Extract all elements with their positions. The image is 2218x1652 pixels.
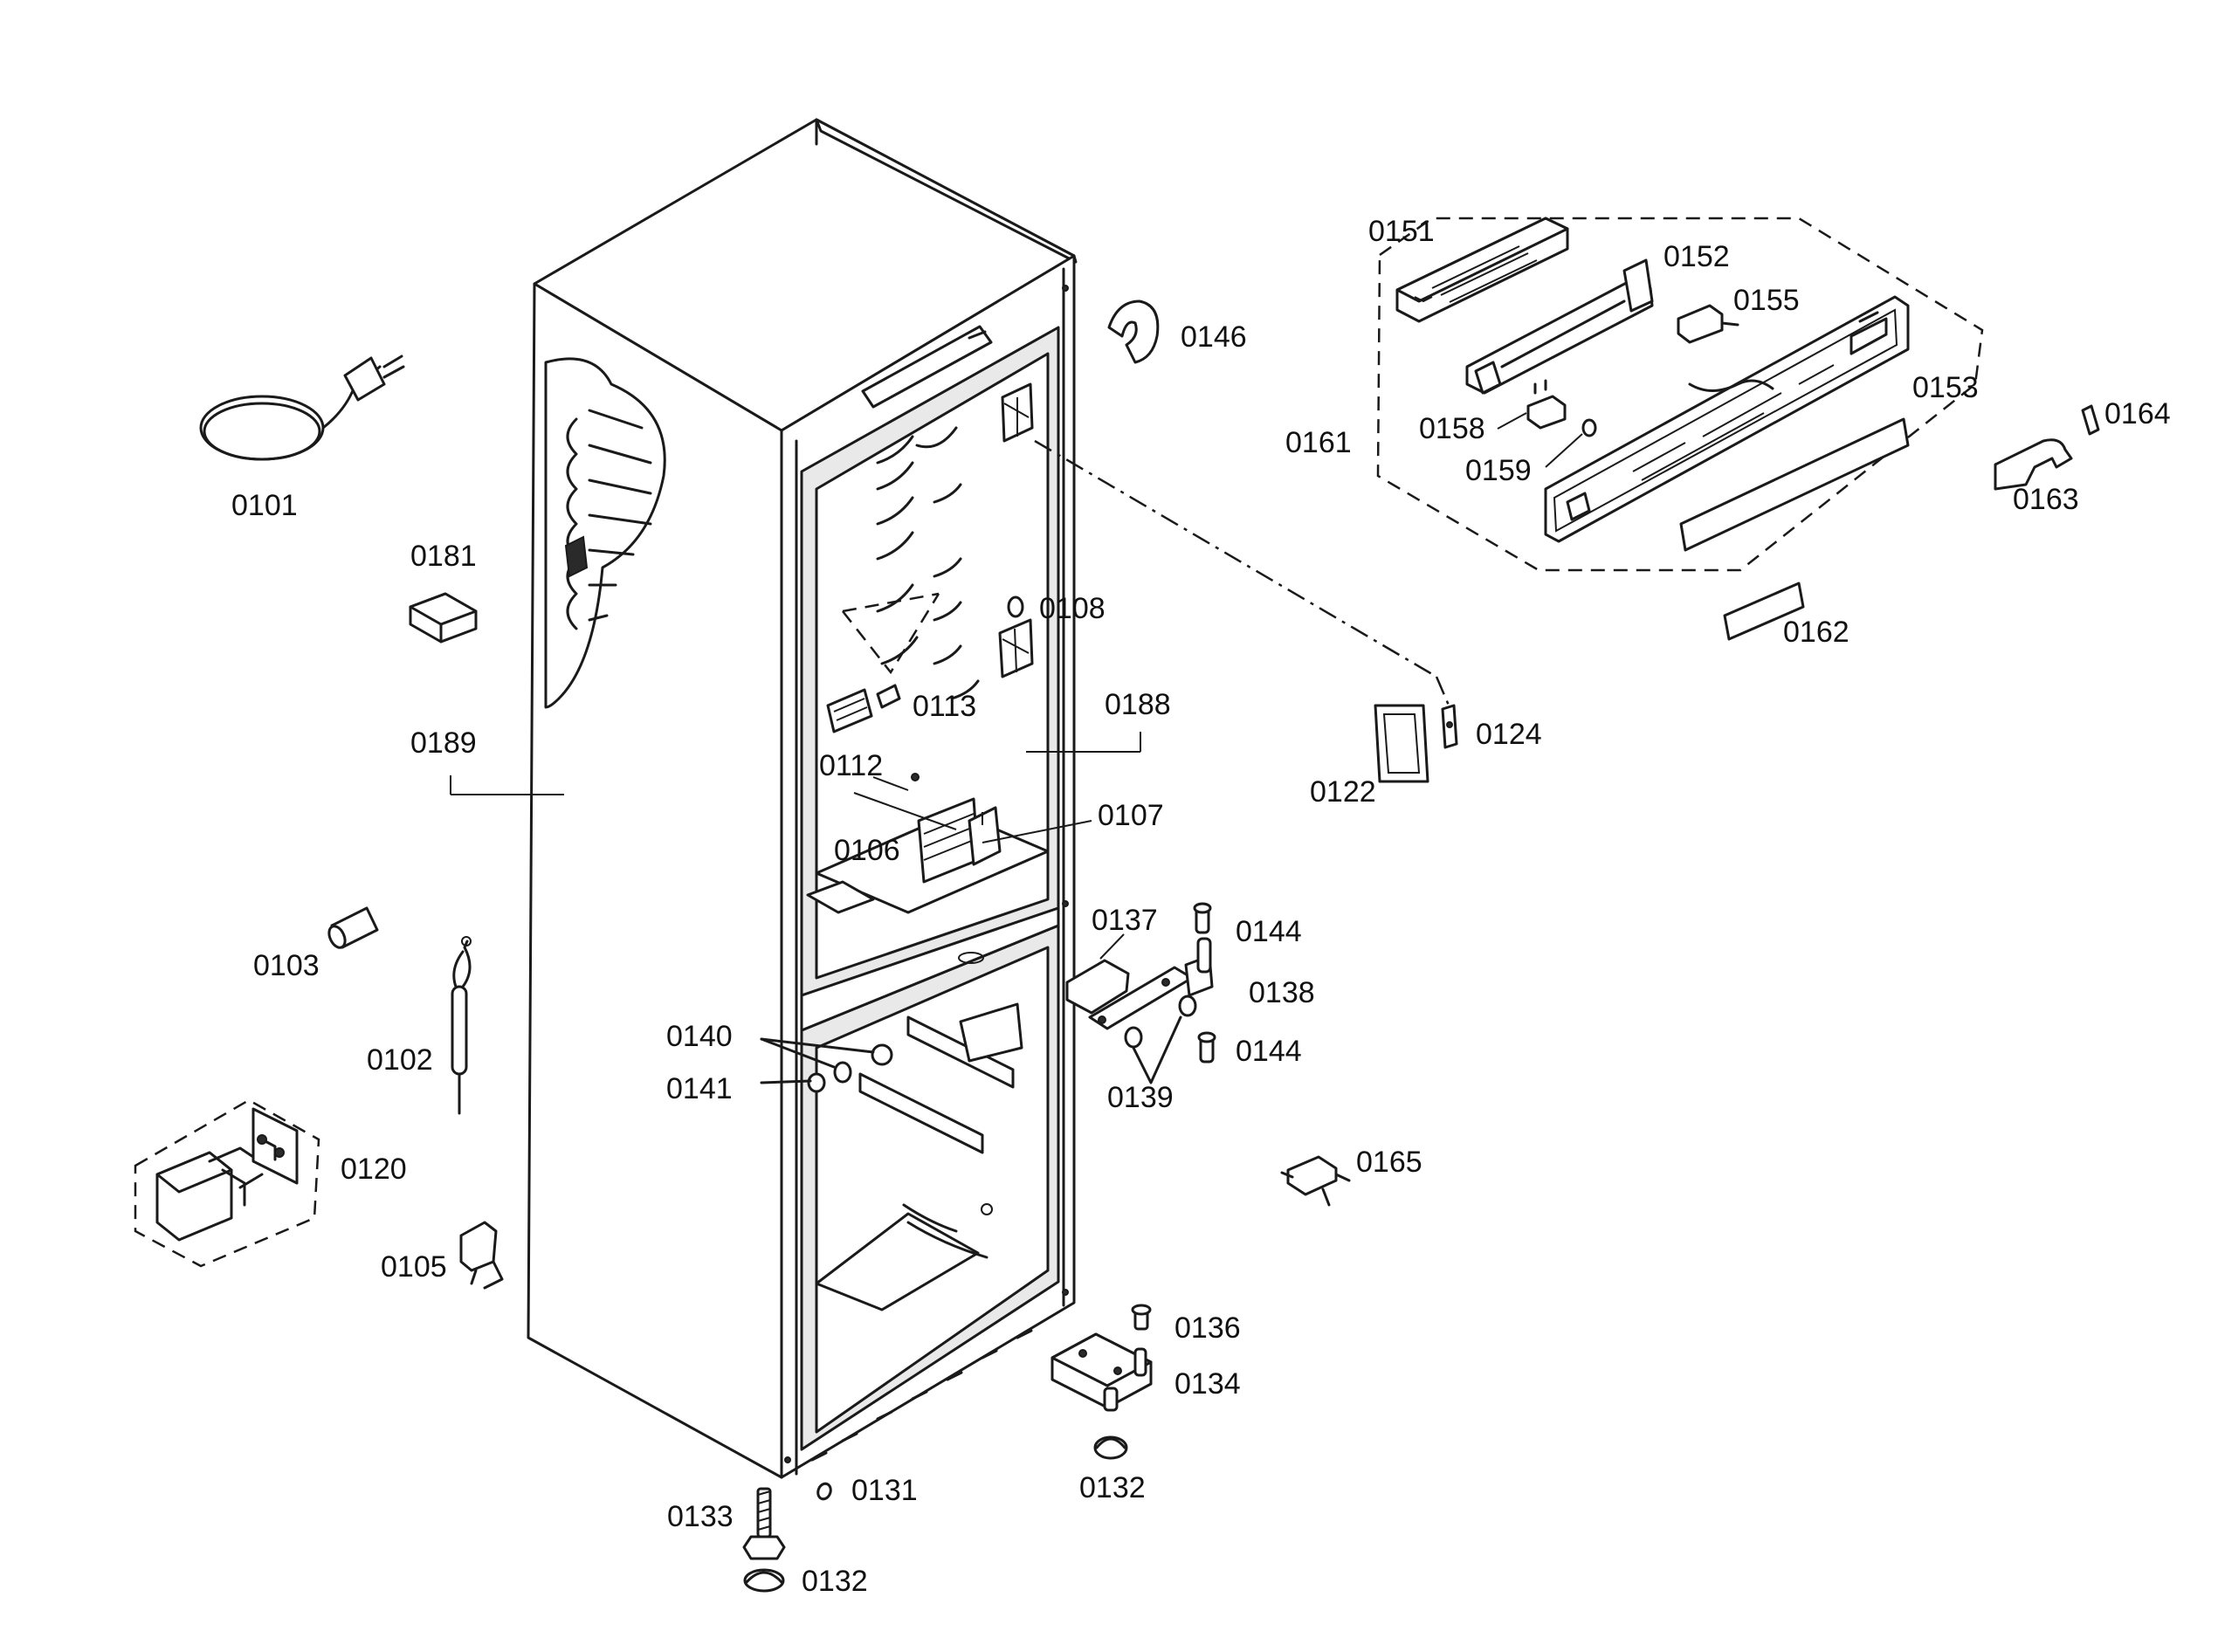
- label-0120: 0120: [341, 1153, 407, 1186]
- label-0162: 0162: [1783, 616, 1849, 649]
- interior-small-parts: [826, 592, 1024, 781]
- power-cord-part: [199, 354, 405, 461]
- cover-plate-part: [1374, 704, 1458, 783]
- label-0189: 0189: [410, 726, 477, 760]
- label-0144b: 0144: [1236, 1035, 1302, 1068]
- label-0137: 0137: [1092, 904, 1158, 937]
- label-0124: 0124: [1476, 718, 1542, 751]
- label-0146: 0146: [1181, 320, 1247, 354]
- label-0103: 0103: [253, 949, 320, 982]
- label-0140: 0140: [666, 1020, 733, 1053]
- label-0139: 0139: [1107, 1081, 1174, 1114]
- temperature-sensor-part: [451, 936, 472, 1115]
- shelf-plugs-part: [760, 1037, 893, 1093]
- control-panel-assembly: [1376, 217, 2100, 641]
- label-0105: 0105: [381, 1250, 447, 1284]
- label-0108: 0108: [1039, 592, 1106, 625]
- label-0113: 0113: [913, 690, 976, 723]
- capacitor-part: [327, 906, 379, 949]
- label-0112: 0112: [819, 749, 883, 782]
- label-0132-hinge: 0132: [1079, 1471, 1146, 1504]
- label-0163: 0163: [2013, 483, 2079, 516]
- label-0144a: 0144: [1236, 915, 1302, 948]
- adjustable-foot-part: [742, 1482, 832, 1593]
- label-0153: 0153: [1912, 371, 1979, 404]
- lamp-holder-part: [409, 592, 478, 644]
- label-0136: 0136: [1174, 1311, 1241, 1345]
- part-labels: 0101 0181 0189 0103 0102 0120 0105 0146 …: [231, 215, 2171, 1598]
- label-0107: 0107: [1098, 799, 1164, 832]
- door-switch-part: [1280, 1155, 1351, 1207]
- cable-clip-part: [1107, 299, 1160, 364]
- upper-hinge-part: [1065, 902, 1216, 1084]
- label-0164: 0164: [2104, 397, 2171, 430]
- label-0158: 0158: [1419, 412, 1485, 445]
- label-0155: 0155: [1733, 284, 1800, 317]
- label-0161: 0161: [1285, 426, 1352, 459]
- label-0132-foot: 0132: [802, 1565, 868, 1598]
- cabinet-body: [527, 118, 1078, 1479]
- control-module-part: [134, 1098, 320, 1268]
- label-0188: 0188: [1105, 688, 1171, 721]
- label-0141: 0141: [666, 1072, 733, 1105]
- label-0181: 0181: [410, 540, 477, 573]
- mounting-bracket-part: [459, 1221, 504, 1290]
- label-0159: 0159: [1465, 454, 1532, 487]
- drain-cover-part: [968, 806, 1002, 866]
- label-0131: 0131: [851, 1474, 918, 1507]
- label-0134: 0134: [1174, 1367, 1241, 1401]
- label-0138: 0138: [1249, 976, 1315, 1009]
- lower-hinge-part: [1050, 1304, 1153, 1460]
- label-0133: 0133: [667, 1500, 734, 1533]
- leader-lines: [450, 412, 1583, 960]
- label-0122: 0122: [1310, 775, 1376, 809]
- label-0152: 0152: [1664, 240, 1730, 273]
- label-0151: 0151: [1368, 215, 1435, 248]
- label-0101: 0101: [231, 489, 298, 522]
- label-0102: 0102: [367, 1043, 433, 1077]
- label-0106: 0106: [834, 834, 900, 867]
- label-0165: 0165: [1356, 1146, 1422, 1179]
